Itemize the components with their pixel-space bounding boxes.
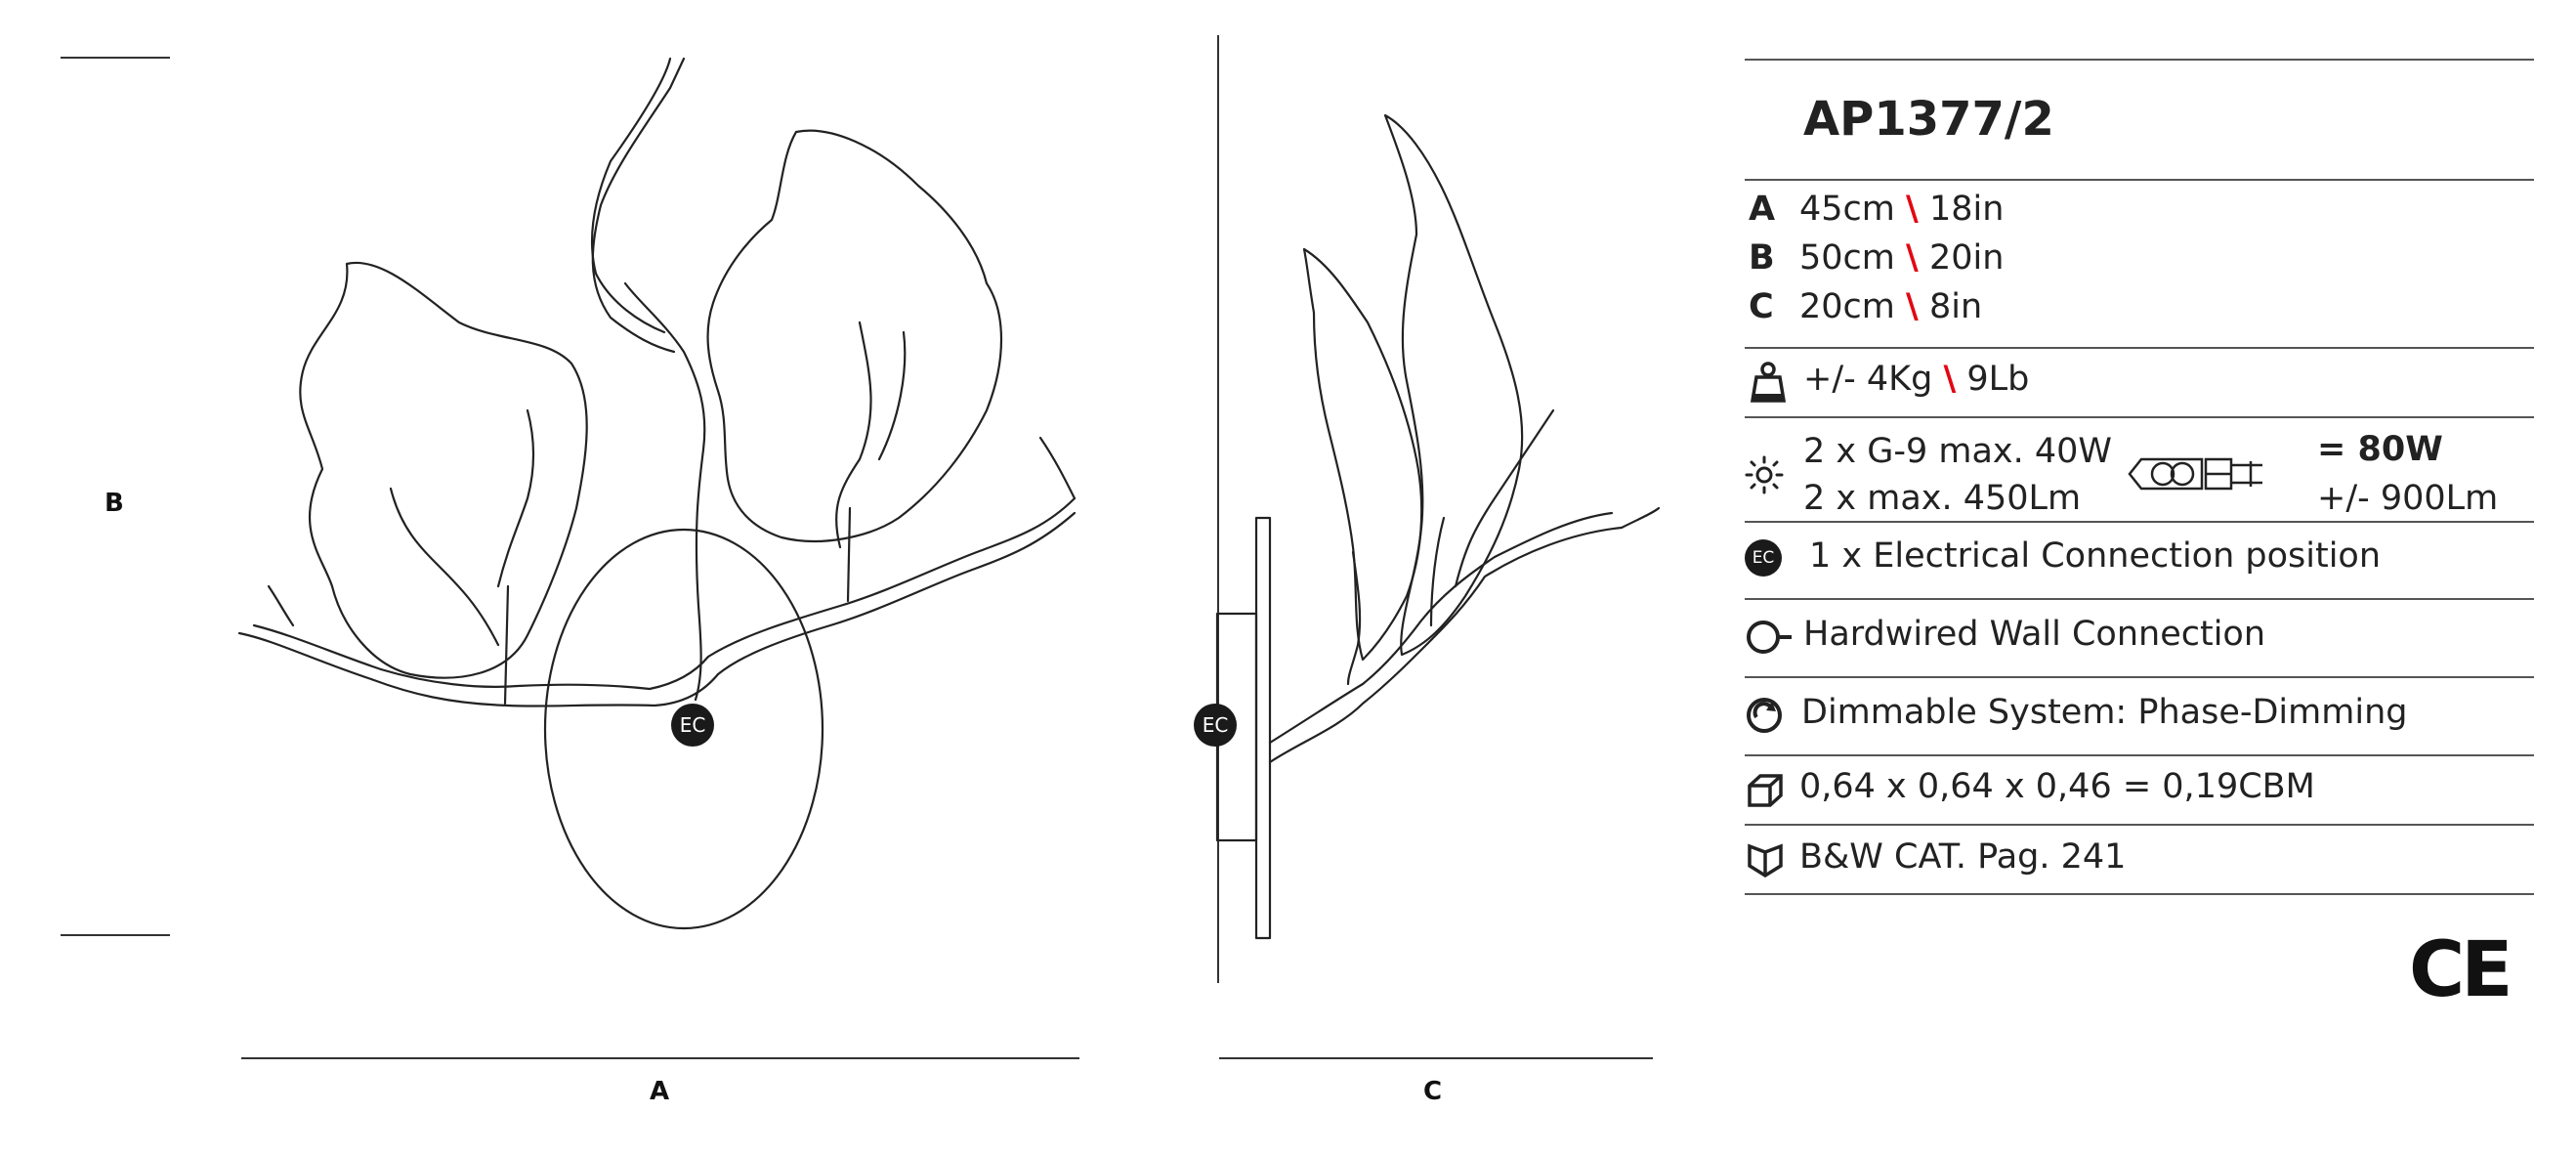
hardwired-connection: Hardwired Wall Connection xyxy=(1803,615,2266,654)
dimension-key: C xyxy=(1749,287,1774,326)
dimension-metric: 50cm xyxy=(1799,238,1895,278)
dimmable-system: Dimmable System: Phase-Dimming xyxy=(1801,693,2408,732)
weight-icon xyxy=(1751,362,1786,403)
dim-b-top-tick xyxy=(61,57,170,59)
separator-slash: \ xyxy=(1906,287,1919,326)
dim-b-bottom-tick xyxy=(61,934,170,936)
side-front-leaf xyxy=(1383,113,1524,657)
side-back-leaf xyxy=(1302,247,1423,662)
box-icon xyxy=(1748,774,1783,807)
spec-rule-9 xyxy=(1745,893,2534,895)
hardwired-icon xyxy=(1747,621,1792,654)
dim-b-label: B xyxy=(105,489,124,518)
dimension-imperial: 18in xyxy=(1928,190,2005,229)
spec-rule-8 xyxy=(1745,824,2534,826)
dimension-imperial: 20in xyxy=(1928,238,2005,278)
light-bulb-icon xyxy=(1745,455,1784,494)
dimension-metric: 20cm xyxy=(1799,287,1895,326)
weight-metric: +/- 4Kg xyxy=(1803,360,1933,399)
catalog-icon xyxy=(1748,843,1783,878)
dim-c-label: C xyxy=(1423,1077,1443,1106)
side-ec-marker: EC xyxy=(1194,704,1237,747)
catalog-page: B&W CAT. Pag. 241 xyxy=(1799,837,2127,877)
ec-icon: EC xyxy=(1745,539,1782,577)
spec-rule-7 xyxy=(1745,754,2534,756)
dimension-row-a: A 45cm \ 18in xyxy=(1749,190,2004,229)
dimension-row-c: C 20cm \ 8in xyxy=(1749,287,1982,326)
total-watt: = 80W xyxy=(2317,430,2443,469)
lamp-spec-line-1: 2 x G-9 max. 40W xyxy=(1803,432,2113,471)
dimension-metric: 45cm xyxy=(1799,190,1895,229)
product-line-drawing xyxy=(237,57,1661,940)
dim-c-line xyxy=(1219,1057,1653,1059)
dim-a-label: A xyxy=(650,1077,670,1106)
lamp-spec-line-2: 2 x max. 450Lm xyxy=(1803,479,2082,518)
weight-imperial: 9Lb xyxy=(1966,360,2030,399)
front-wall-plate xyxy=(543,528,824,930)
front-upper-stem xyxy=(591,57,686,354)
front-main-branch xyxy=(237,511,1077,707)
dimension-row-b: B 50cm \ 20in xyxy=(1749,238,2004,278)
spec-rule-5 xyxy=(1745,598,2534,600)
front-right-leaf xyxy=(706,129,1003,543)
front-ec-marker: EC xyxy=(671,704,714,747)
wall-line xyxy=(1217,35,1219,983)
g9-lamp-icon xyxy=(2128,457,2262,491)
spec-rule-6 xyxy=(1745,676,2534,678)
spec-rule-1 xyxy=(1745,179,2534,181)
dim-a-line xyxy=(241,1057,1079,1059)
separator-slash: \ xyxy=(1906,190,1919,229)
dimension-imperial: 8in xyxy=(1928,287,1983,326)
dimmer-icon xyxy=(1747,698,1782,733)
total-lumen: +/- 900Lm xyxy=(2317,479,2499,518)
spec-top-rule xyxy=(1745,59,2534,61)
front-left-leaf xyxy=(299,261,588,679)
spec-rule-4 xyxy=(1745,521,2534,523)
dimension-key: A xyxy=(1749,190,1776,229)
dimension-key: B xyxy=(1749,238,1775,278)
side-wall-plate xyxy=(1254,516,1272,940)
separator-slash: \ xyxy=(1906,238,1919,278)
packaging-volume: 0,64 x 0,64 x 0,46 = 0,19CBM xyxy=(1799,767,2315,806)
side-main-stem xyxy=(1268,506,1661,764)
model-title: AP1377/2 xyxy=(1803,92,2054,147)
separator-slash: \ xyxy=(1943,360,1957,399)
spec-rule-2 xyxy=(1745,347,2534,349)
ce-mark: CE xyxy=(2409,926,2513,1014)
spec-rule-3 xyxy=(1745,416,2534,418)
electrical-connection: 1 x Electrical Connection position xyxy=(1809,536,2382,576)
weight-row: +/- 4Kg \ 9Lb xyxy=(1803,360,2029,399)
